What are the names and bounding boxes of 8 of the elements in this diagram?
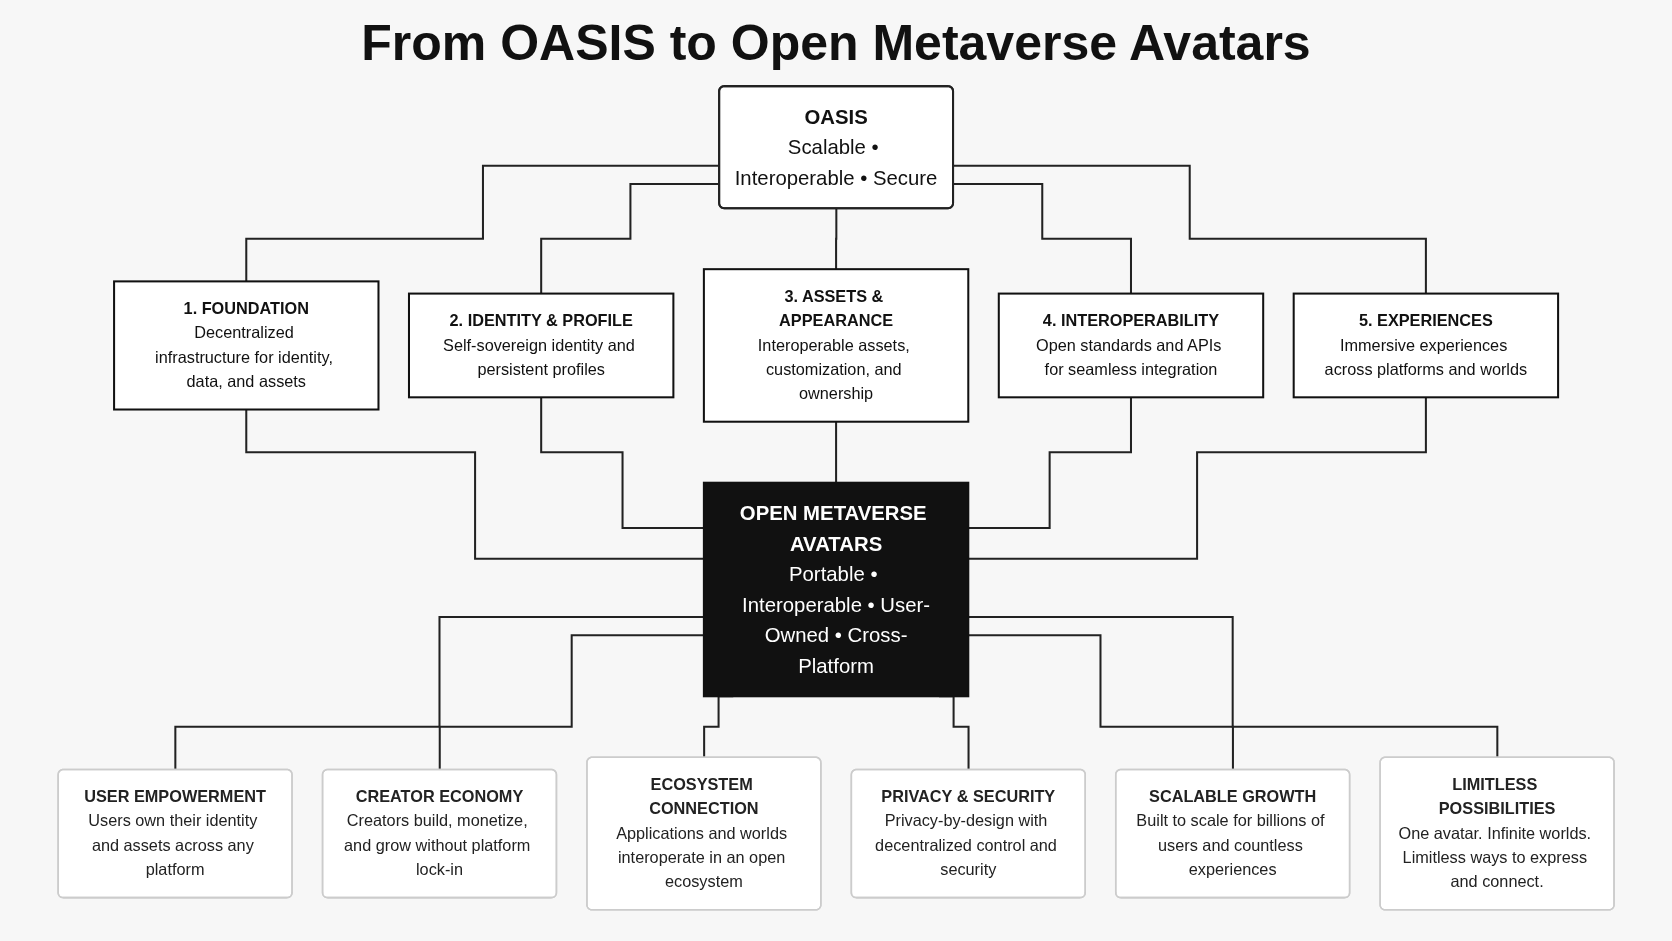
node-box: 3. ASSETS & APPEARANCE Interoperable assets, customization, and ownership: [702, 268, 970, 423]
node-box: 2. IDENTITY & PROFILE Self-sovereign identity and persistent profiles: [407, 292, 675, 399]
node-box: 5. EXPERIENCES Immersive experiences across platforms and worlds: [1292, 292, 1559, 399]
node-box: 1. FOUNDATION Decentralized infrastructure for identity, data, and assets: [112, 280, 380, 411]
diagram-title: From OASIS to Open Metaverse Avatars: [361, 14, 1311, 72]
connector: [968, 615, 1499, 759]
node-box: OPEN METAVERSE AVATARS Portable • Interoperable • User-Owned • Cross-Platform: [702, 481, 970, 698]
node-box: 4. INTEROPERABILITY Open standards and APIs for seamless integration: [997, 292, 1265, 399]
